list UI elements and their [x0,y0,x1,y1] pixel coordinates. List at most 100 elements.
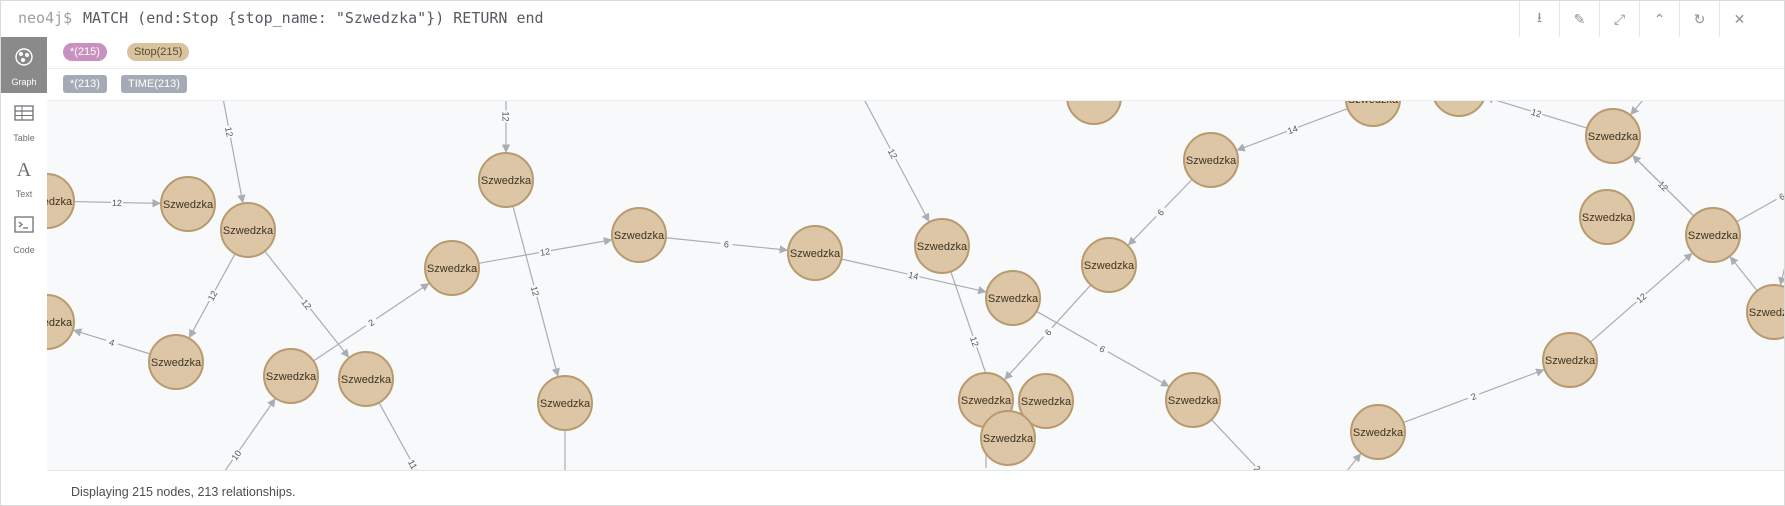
status-bar: Displaying 215 nodes, 213 relationships. [47,470,1784,505]
stop-node[interactable]: Szwedzka [980,410,1036,466]
stop-node-label: Szwedzka [1588,131,1639,143]
stop-node-circle[interactable] [220,202,276,258]
stop-node-circle[interactable] [985,270,1041,326]
stop-node-label: Szwedzka [1186,155,1237,167]
stop-node-circle[interactable] [980,410,1036,466]
relationship-label: 12 [206,289,220,303]
relationship-edge[interactable] [1211,419,1307,470]
relationship-edge[interactable] [1630,101,1667,116]
text-view-button[interactable]: A Text [1,149,47,205]
stop-node[interactable]: Szwedzka [914,218,970,274]
code-view-button[interactable]: Code [1,205,47,261]
stop-node-circle[interactable] [1183,132,1239,188]
all-nodes-badge[interactable]: *(215) [63,43,107,61]
stop-node[interactable]: Szwedzka [1018,373,1074,429]
stop-node[interactable]: Szwedzka [1746,284,1784,340]
stop-node[interactable]: Szwedzka [1685,207,1741,263]
stop-node[interactable]: Szwedzka [263,348,319,404]
stop-node-circle[interactable] [1165,372,1221,428]
relationship-edge[interactable] [1729,256,1758,292]
query-text[interactable]: MATCH (end:Stop {stop_name: "Szwedzka"})… [83,9,544,27]
stop-node[interactable]: Szwedzka [611,207,667,263]
graph-view-button[interactable]: Graph [1,37,47,93]
stop-node-label: Szwedzka [266,371,317,383]
stop-node-circle[interactable] [537,375,593,431]
fullscreen-icon[interactable]: ⤢ [1599,1,1639,37]
collapse-icon[interactable]: ⌃ [1639,1,1679,37]
table-view-label: Table [13,133,35,143]
relationship-edge[interactable] [216,101,246,204]
text-view-label: Text [15,189,33,199]
stop-node-circle[interactable] [47,294,75,350]
stop-node-circle[interactable] [47,173,75,229]
stop-node[interactable]: Szwedzka [1432,101,1486,117]
stop-node[interactable]: Szwedzka [1345,101,1401,127]
stop-node[interactable]: Szwedzka [1165,372,1221,428]
view-sidebar: Graph Table A Text Code [1,37,48,505]
pin-icon[interactable]: ✎ [1559,1,1599,37]
relationship-edge[interactable] [1307,453,1362,470]
relationship-label: 6 [1777,191,1784,202]
graph-svg[interactable]: 1212121242101112614121212126621212126146… [47,101,1784,470]
graph-canvas[interactable]: 1212121242101112614121212126621212126146… [47,101,1784,470]
stop-node[interactable]: Szwedzka [47,294,75,350]
relationship-label: 12 [539,246,551,258]
stop-node[interactable]: Szwedzka [148,334,204,390]
stop-node-circle[interactable] [338,351,394,407]
stop-node[interactable]: Szwedzka [424,240,480,296]
stop-node[interactable]: Szwedzka [537,375,593,431]
stop-node-label: Szwedzka [151,357,202,369]
stop-node-circle[interactable] [160,176,216,232]
stop-node-circle[interactable] [1746,284,1784,340]
stop-node[interactable]: Szwedzka [1350,404,1406,460]
stop-node-circle[interactable] [263,348,319,404]
rerun-icon[interactable]: ↻ [1679,1,1719,37]
stop-node-circle[interactable] [1579,189,1635,245]
relationship-edge[interactable] [1632,155,1695,217]
stop-node[interactable]: Szwedzka [1542,332,1598,388]
stop-node-label: Szwedzka [917,241,968,253]
stop-node[interactable]: Szwedzka [47,173,75,229]
stop-node[interactable]: Szwedzka [478,152,534,208]
stop-node-circle[interactable] [611,207,667,263]
table-view-button[interactable]: Table [1,93,47,149]
stop-node-circle[interactable] [1345,101,1401,127]
relationship-label: 12 [501,111,511,121]
stop-node-circle[interactable] [148,334,204,390]
stop-node-circle[interactable] [1066,101,1122,125]
download-icon[interactable]: ⭳ [1519,1,1559,37]
stop-node[interactable]: Szwedzka [1585,108,1641,164]
stop-node[interactable]: Szwedzka [1081,237,1137,293]
stop-node-circle[interactable] [424,240,480,296]
stop-node-circle[interactable] [1350,404,1406,460]
stop-node-label: Szwedzka [790,248,841,260]
stop-node[interactable]: Szwedzka [1183,132,1239,188]
time-rel-badge[interactable]: TIME(213) [121,75,187,93]
all-rels-badge[interactable]: *(213) [63,75,107,93]
stop-node-label: Szwedzka [163,199,214,211]
stop-node-circle[interactable] [914,218,970,274]
stop-node-label: Szwedzka [961,395,1012,407]
stop-node-circle[interactable] [787,225,843,281]
stop-node-circle[interactable] [1432,101,1486,117]
stop-node[interactable]: Szwedzka [338,351,394,407]
stop-node-circle[interactable] [1018,373,1074,429]
stop-node-circle[interactable] [1081,237,1137,293]
stop-node[interactable]: Szwedzka [787,225,843,281]
stop-node[interactable]: Szwedzka [985,270,1041,326]
stop-node[interactable]: Szwedzka [1579,189,1635,245]
close-icon[interactable]: ✕ [1719,1,1759,37]
stop-label-badge[interactable]: Stop(215) [127,43,190,61]
relationship-edge[interactable] [857,101,930,223]
stop-node-label: Szwedzka [1069,101,1120,104]
stop-node[interactable]: Szwedzka [160,176,216,232]
stop-node-label: Szwedzka [614,230,665,242]
stop-node-circle[interactable] [1542,332,1598,388]
stop-node-circle[interactable] [478,152,534,208]
stop-node-circle[interactable] [1685,207,1741,263]
node-legend: *(215) Stop(215) [47,37,1784,69]
stop-node-label: Szwedzka [47,317,73,329]
stop-node[interactable]: Szwedzka [220,202,276,258]
stop-node[interactable]: Szwedzka [1066,101,1122,125]
stop-node-circle[interactable] [1585,108,1641,164]
